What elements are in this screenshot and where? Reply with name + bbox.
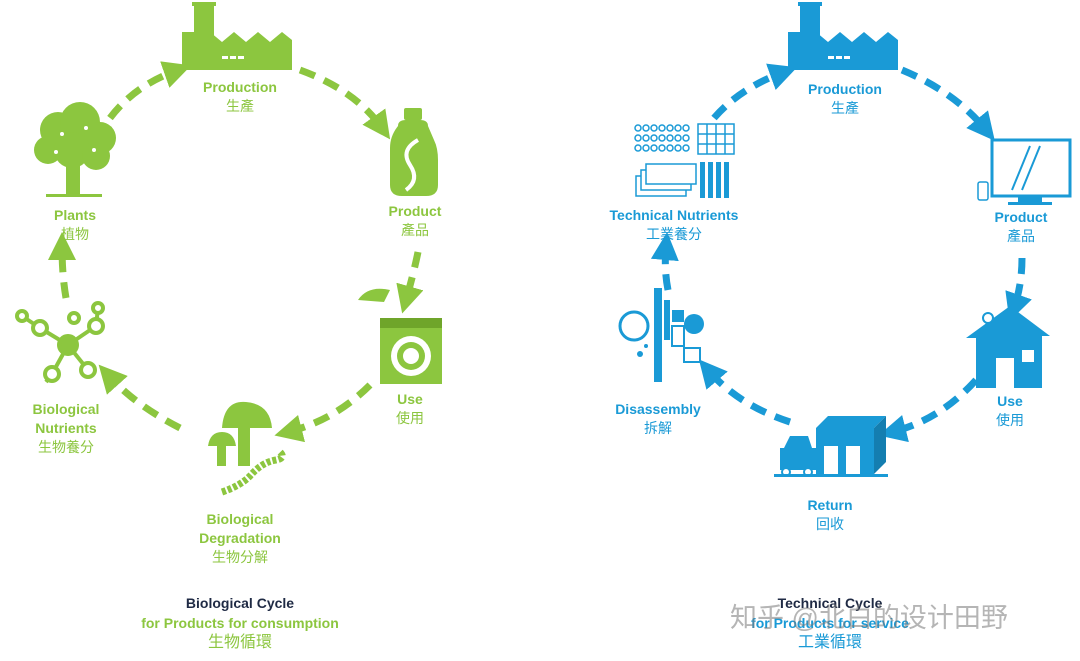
bio-label-nutrients: Biological Nutrients 生物養分	[32, 401, 100, 455]
bio-arrow-plants-production	[107, 61, 192, 121]
tech-arrow-disassembly-nutrients	[650, 232, 679, 291]
house-icon	[966, 306, 1050, 388]
bio-arrows	[48, 61, 424, 443]
tech-arrow-production-product	[900, 66, 995, 141]
tech-label-return: Return 回收	[807, 497, 853, 532]
bio-label-product: Product 產品	[388, 203, 442, 238]
bio-arrow-production-product	[298, 66, 391, 140]
tech-label-product: Product 產品	[994, 209, 1048, 244]
mushroom-icon	[208, 401, 286, 496]
tech-label-production: Production 生產	[808, 81, 882, 116]
factory-icon-tech	[788, 2, 898, 70]
molecule-icon	[15, 301, 105, 384]
return-warehouse-icon	[774, 416, 888, 477]
technical-nutrients-icon	[634, 123, 735, 198]
bio-arrow-nutrients-plants	[48, 232, 77, 299]
tech-cycle-title: Technical Cycle for Products for service…	[751, 595, 909, 651]
bio-label-plants: Plants 植物	[53, 207, 96, 242]
bio-arrow-degradation-nutrients	[98, 364, 182, 432]
tech-arrows	[650, 63, 1032, 443]
monitor-icon	[977, 138, 1072, 205]
tech-arrow-nutrients-production	[711, 63, 798, 121]
bio-cycle-title: Biological Cycle for Products for consum…	[141, 595, 339, 651]
tree-icon	[34, 102, 116, 197]
bottle-icon	[390, 108, 438, 196]
tech-label-disassembly: Disassembly 拆解	[615, 401, 701, 436]
bio-label-production: Production 生產	[203, 79, 277, 114]
watermark: 知乎 @北白的设计田野	[730, 603, 1008, 633]
disassembly-icon	[618, 288, 704, 382]
bio-label-degradation: Biological Degradation 生物分解	[199, 511, 281, 565]
bio-arrow-use-degradation	[274, 382, 373, 443]
bio-label-use: Use 使用	[396, 391, 424, 426]
tech-label-nutrients: Technical Nutrients 工業養分	[609, 207, 739, 242]
tech-arrow-return-disassembly	[698, 359, 792, 426]
factory-icon	[182, 2, 292, 70]
tech-arrow-use-return	[878, 377, 979, 443]
washing-machine-icon	[358, 288, 442, 384]
bio-arrow-product-use	[396, 251, 424, 314]
tech-label-use: Use 使用	[996, 393, 1024, 428]
tech-arrow-product-use	[1005, 257, 1032, 322]
